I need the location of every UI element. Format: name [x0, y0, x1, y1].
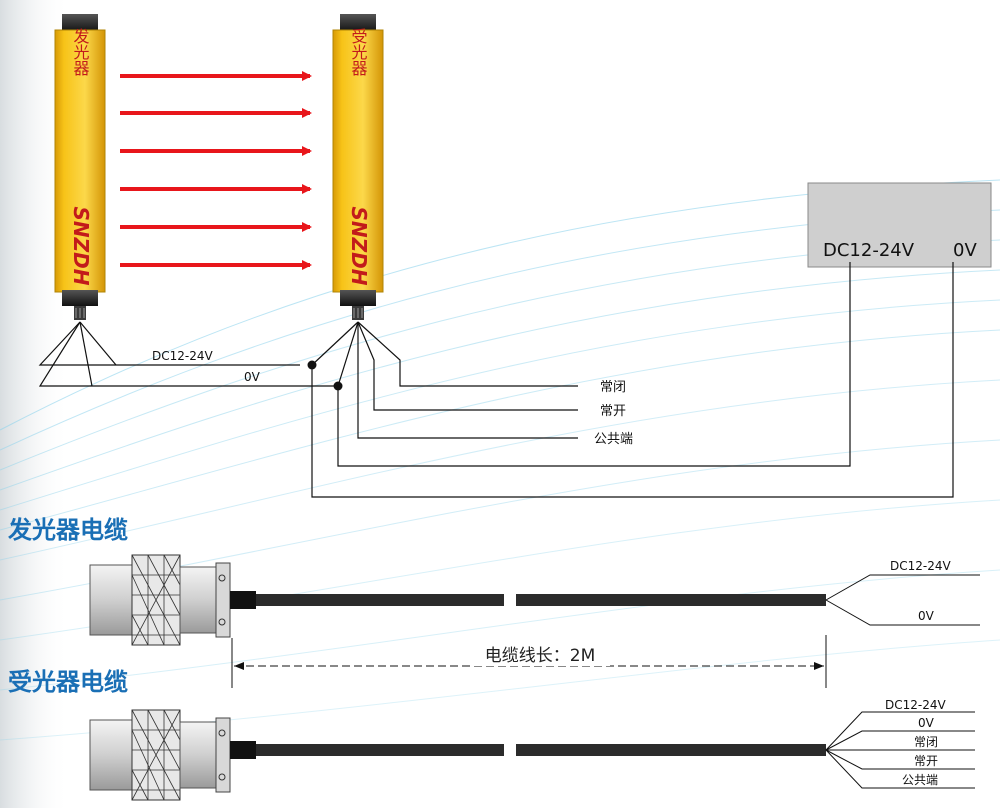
- emitter-wire-label: 0V: [918, 609, 935, 623]
- emitter-brand: SNZDH: [69, 207, 93, 286]
- receiver-brand: SNZDH: [347, 207, 371, 286]
- emitter-label: 发光器: [71, 28, 90, 76]
- wire-label-nc: 常闭: [600, 380, 626, 395]
- emitter-cable-title: 发光器电缆: [8, 515, 128, 544]
- wiring-lines: [38, 262, 954, 498]
- power-plus-label: DC12-24V: [823, 240, 915, 261]
- wire-label-no: 常开: [600, 404, 626, 419]
- receiver-label: 受光器: [349, 28, 368, 76]
- power-supply-box: DC12-24V 0V: [807, 182, 992, 268]
- emitter-cable: DC12-24V 0V: [89, 554, 980, 646]
- emitter-wire-label: DC12-24V: [890, 559, 951, 573]
- wire-label-zero: 0V: [244, 370, 261, 384]
- cable-length-label: 电缆线长：2M: [485, 646, 595, 666]
- light-beams: [120, 71, 312, 270]
- receiver-wire-label: 0V: [918, 716, 935, 730]
- receiver-cable: DC12-24V 0V 常闭 常开 公共端: [89, 698, 975, 801]
- receiver-bar: 受光器 SNZDH: [332, 14, 384, 320]
- junction-dot: [333, 381, 343, 391]
- power-minus-label: 0V: [953, 240, 977, 261]
- receiver-wire-label: 常闭: [914, 735, 938, 749]
- junction-dot: [307, 360, 317, 370]
- receiver-wire-label: DC12-24V: [885, 698, 946, 712]
- receiver-wire-label: 常开: [914, 754, 938, 768]
- cable-length-dimension: 电缆线长：2M: [231, 635, 827, 688]
- wire-label-dc: DC12-24V: [152, 349, 213, 363]
- wire-label-com: 公共端: [594, 432, 633, 447]
- receiver-cable-title: 受光器电缆: [8, 667, 128, 696]
- receiver-wire-label: 公共端: [902, 773, 938, 787]
- emitter-bar: 发光器 SNZDH: [54, 14, 106, 320]
